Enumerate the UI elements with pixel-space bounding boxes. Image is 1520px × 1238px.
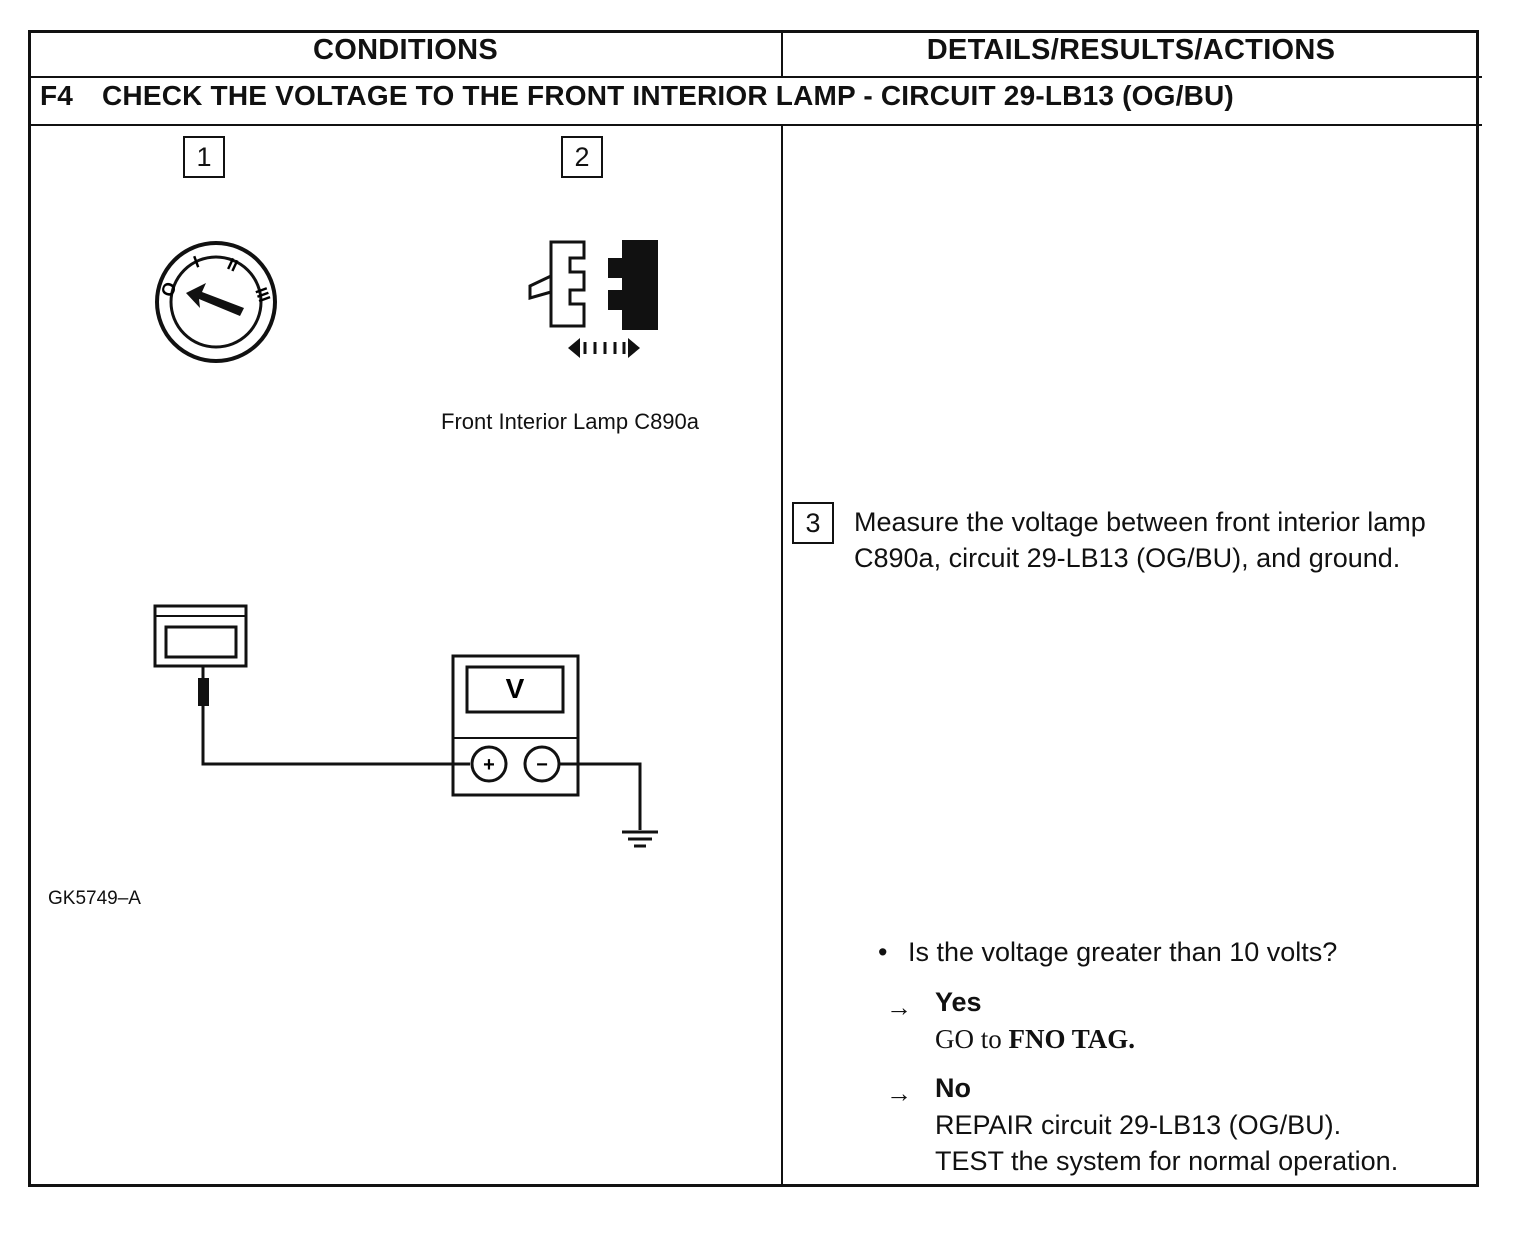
header-divider [28,76,1482,78]
meter-minus-terminal [523,745,561,783]
meter-plus-terminal [470,745,508,783]
question: • Is the voltage greater than 10 volts? [878,934,1337,970]
step-box-2: 2 [561,136,603,178]
no-action-line-2: TEST the system for normal operation. [935,1146,1399,1176]
body-column-divider [781,124,783,1187]
step-id: F4 [40,80,74,111]
positive-lead-wire [201,706,470,766]
bullet: • [878,937,888,967]
ignition-pos-3: III [251,285,274,305]
yes-arrow-icon: → [886,992,912,1022]
no-label: No [935,1073,971,1103]
title-divider [28,124,1482,126]
table-frame [28,30,1479,1187]
voltmeter-icon: V + − [451,654,580,797]
yes-action: GO to FNO TAG. [935,1021,1135,1057]
ignition-pos-0: O [157,279,181,299]
figure-id: GK5749–A [48,888,141,909]
yes-label: Yes [935,987,982,1017]
connector-icon [528,240,658,358]
meter-minus-label: − [536,754,548,776]
measure-instruction: Measure the voltage between front interi… [854,507,1426,573]
ignition-pos-1: I [191,252,202,271]
step-box-3: 3 [792,502,834,544]
question-text: Is the voltage greater than 10 volts? [908,937,1338,967]
conditions-header: CONDITIONS [312,34,499,66]
ground-icon [622,830,658,848]
connector-caption: Front Interior Lamp C890a [441,409,700,434]
no-action-line-1: REPAIR circuit 29-LB13 (OG/BU). [935,1110,1342,1140]
yes-go-prefix: GO to [935,1024,1002,1054]
step-title-text: CHECK THE VOLTAGE TO THE FRONT INTERIOR … [102,80,1234,111]
yes-go-target: FNO TAG. [1008,1024,1136,1054]
meter-plus-label: + [483,754,495,776]
header-column-divider [781,30,783,78]
lamp-connector-icon [153,604,248,706]
step-title: F4 CHECK THE VOLTAGE TO THE FRONT INTERIO… [40,80,1234,112]
meter-symbol: V [506,673,525,704]
step-box-1: 1 [183,136,225,178]
ignition-switch-icon: O I II III [155,241,277,363]
negative-lead-wire [560,762,642,830]
details-header: DETAILS/RESULTS/ACTIONS [926,34,1336,66]
no-arrow-icon: → [886,1078,912,1108]
